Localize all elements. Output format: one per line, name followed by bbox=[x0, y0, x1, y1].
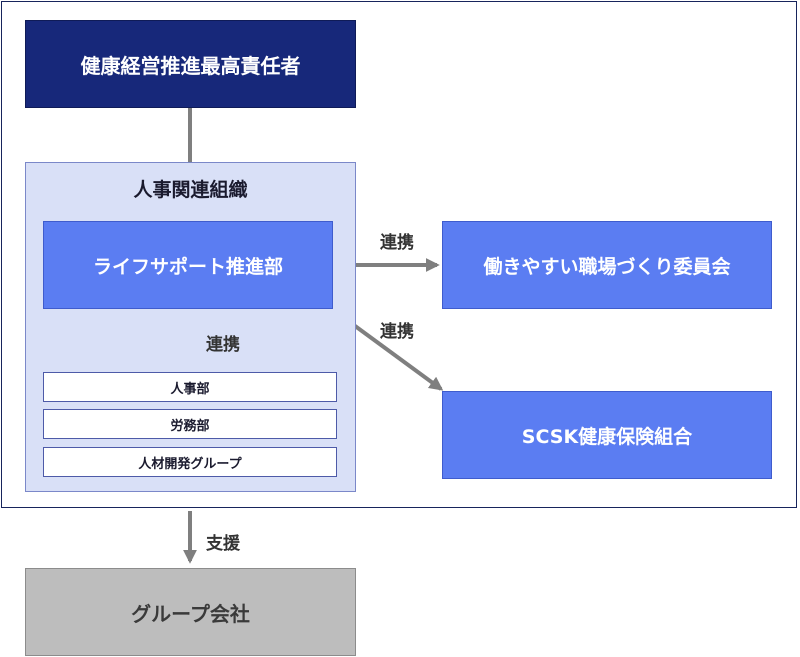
ceo-label: 健康経営推進最高責任者 bbox=[80, 53, 301, 78]
committee-box: 働きやすい職場づくり委員会 bbox=[442, 221, 772, 309]
dept-talent-box: 人材開発グループ bbox=[43, 447, 337, 477]
life-support-label: ライフサポート推進部 bbox=[92, 255, 283, 278]
edge-label-kenpo: 連携 bbox=[380, 322, 414, 342]
dept-hr-box: 人事部 bbox=[43, 372, 337, 402]
dept-labor-label: 労務部 bbox=[170, 418, 210, 434]
hr-group-box: 人事関連組織 bbox=[25, 162, 356, 492]
edge-label-depts: 連携 bbox=[206, 335, 240, 355]
life-support-box: ライフサポート推進部 bbox=[43, 221, 333, 309]
kenpo-box: SCSK健康保険組合 bbox=[442, 391, 772, 479]
dept-labor-box: 労務部 bbox=[43, 409, 337, 439]
ceo-box: 健康経営推進最高責任者 bbox=[25, 20, 356, 108]
edge-label-committee: 連携 bbox=[380, 233, 414, 253]
org-frame bbox=[1, 1, 797, 508]
group-companies-box: グループ会社 bbox=[25, 568, 356, 656]
dept-hr-label: 人事部 bbox=[170, 381, 210, 397]
group-companies-label: グループ会社 bbox=[131, 601, 250, 626]
hr-group-title: 人事関連組織 bbox=[133, 179, 248, 201]
committee-label: 働きやすい職場づくり委員会 bbox=[483, 255, 731, 278]
kenpo-label: SCSK健康保険組合 bbox=[521, 425, 693, 448]
edge-label-support: 支援 bbox=[206, 534, 240, 554]
dept-talent-label: 人材開発グループ bbox=[138, 456, 242, 472]
